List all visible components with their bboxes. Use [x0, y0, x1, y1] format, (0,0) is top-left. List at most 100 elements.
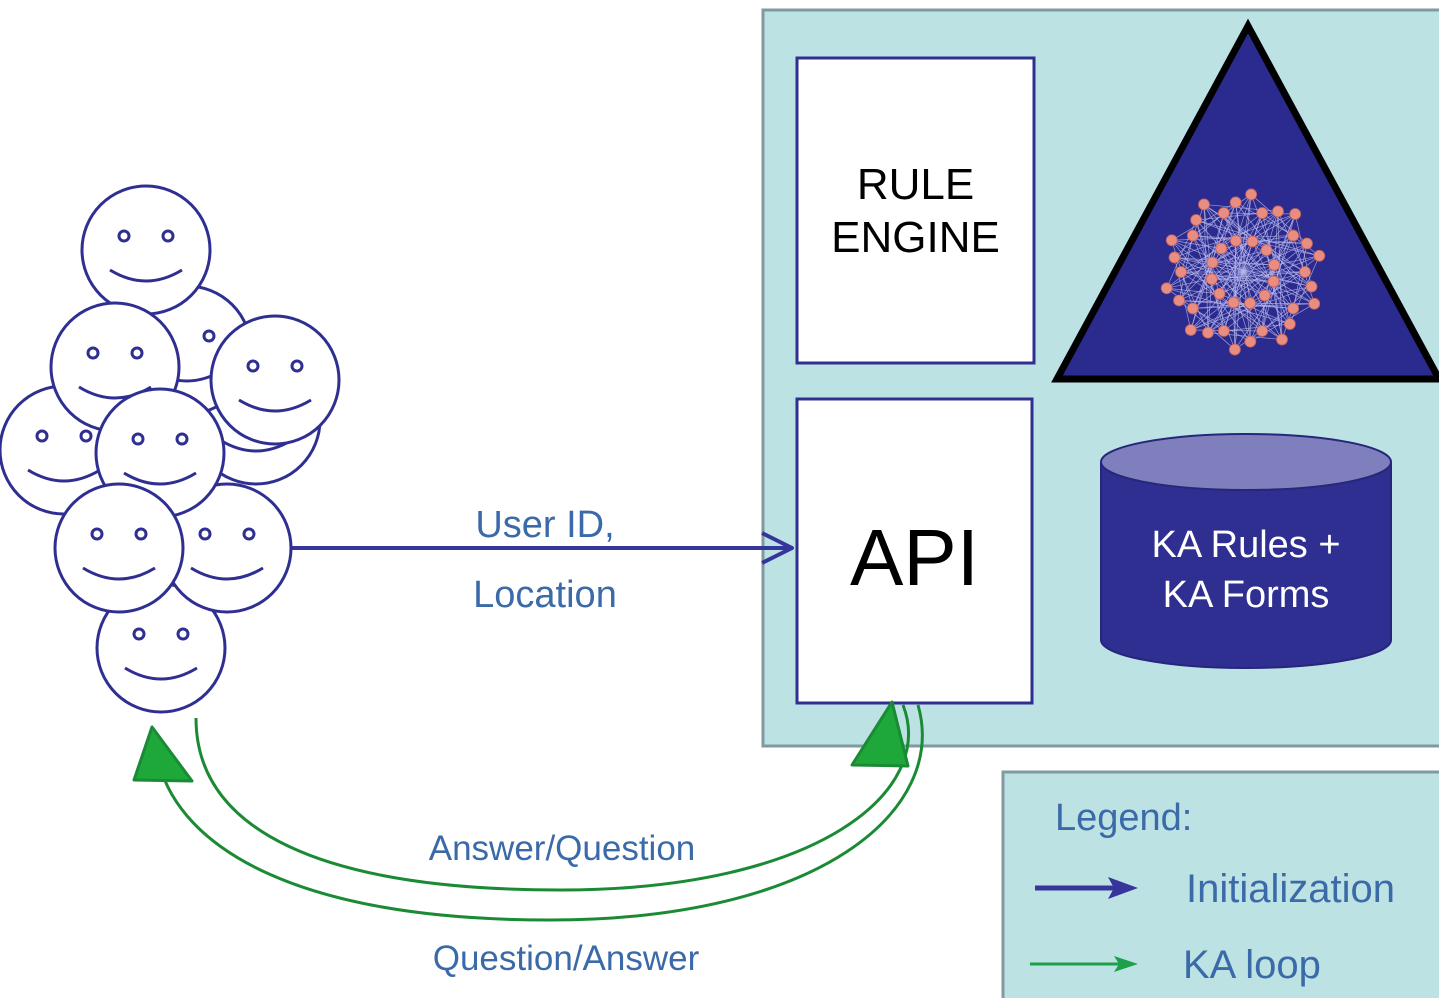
graph-edge	[1196, 219, 1253, 242]
graph-edge	[1220, 248, 1251, 304]
legend-box	[1001, 770, 1439, 998]
graph-edge	[1192, 235, 1234, 303]
graph-node	[1228, 343, 1241, 356]
initialization-label-line1: User ID,	[475, 504, 615, 546]
graph-edge	[1180, 271, 1209, 333]
graph-node	[1165, 234, 1178, 247]
rule-engine-label-line2: ENGINE	[831, 213, 1000, 262]
graph-node	[1206, 256, 1219, 269]
api-label: API	[850, 513, 979, 602]
graph-edge	[1180, 211, 1279, 273]
graph-edge	[1212, 212, 1225, 263]
user-smiley-icon	[80, 184, 212, 316]
graph-edge	[1219, 255, 1320, 295]
graph-edge	[1223, 241, 1253, 332]
graph-edge	[1266, 211, 1279, 251]
user-smiley-icon	[209, 314, 341, 446]
graph-node	[1289, 208, 1302, 220]
database-label: KA Rules + KA Forms	[1101, 520, 1391, 620]
graph-node	[1260, 244, 1273, 257]
graph-edge	[1219, 241, 1253, 294]
knowledge-graph-triangle	[1051, 18, 1439, 383]
graph-node	[1246, 235, 1259, 248]
graph-node	[1244, 335, 1257, 348]
graph-edge	[1219, 212, 1263, 294]
loop-inner-label: Answer/Question	[428, 829, 696, 868]
graph-edge	[1212, 262, 1265, 296]
graph-edge	[1249, 235, 1294, 342]
graph-edge	[1273, 213, 1296, 266]
legend-label-ka-loop: KA loop	[1183, 943, 1321, 987]
graph-node	[1229, 196, 1242, 209]
graph-node	[1258, 289, 1271, 302]
database-label-line2: KA Forms	[1162, 574, 1330, 616]
graph-edge	[1211, 278, 1274, 282]
graph-edge	[1219, 293, 1225, 332]
graph-node	[1186, 302, 1199, 315]
graph-edge	[1207, 279, 1213, 333]
user-smiley-icon	[95, 582, 227, 714]
graph-edge	[1212, 262, 1263, 332]
graph-node	[1276, 333, 1288, 346]
graph-edge	[1261, 286, 1312, 332]
initialization-arrow	[292, 531, 794, 565]
graph-edge	[1220, 202, 1237, 249]
graph-edge	[1179, 300, 1234, 303]
graph-edge	[1235, 202, 1251, 304]
legend-arrow-ka-loop	[1030, 956, 1138, 972]
graph-edge	[1192, 308, 1251, 342]
legend-label-initialization: Initialization	[1186, 867, 1396, 911]
graph-node	[1186, 229, 1199, 242]
graph-node	[1313, 249, 1326, 262]
graph-node	[1217, 207, 1230, 219]
initialization-label-line2: Location	[473, 574, 617, 616]
graph-edge	[1212, 262, 1275, 266]
graph-edge	[1192, 302, 1251, 309]
users-crowd	[0, 184, 341, 714]
network-graph-icon	[1160, 188, 1326, 356]
graph-edge	[1166, 255, 1320, 289]
legend-arrow-initialization	[1035, 877, 1138, 899]
graph-node	[1217, 325, 1230, 337]
graph-node	[1287, 302, 1300, 315]
graph-edge	[1174, 257, 1213, 263]
initialization-label: User ID, Location	[420, 490, 670, 630]
rule-engine-box	[795, 56, 1036, 365]
api-box	[795, 397, 1034, 705]
graph-node	[1160, 282, 1173, 295]
graph-edge	[1174, 212, 1225, 258]
graph-edge	[1196, 212, 1263, 221]
ka-database-cylinder	[1100, 433, 1392, 669]
graph-node	[1190, 214, 1203, 226]
graph-edge	[1190, 262, 1213, 331]
ka-loop-arrow	[132, 700, 924, 922]
graph-edge	[1171, 239, 1222, 249]
graph-edge	[1252, 241, 1320, 257]
graph-edge	[1180, 271, 1274, 282]
ka-loop-head-user	[132, 725, 194, 783]
graph-node	[1205, 273, 1218, 285]
ka-loop-head-api	[850, 700, 910, 768]
graph-node	[1168, 251, 1181, 264]
graph-node	[1283, 318, 1296, 330]
graph-edge	[1233, 194, 1252, 303]
graph-edge	[1261, 295, 1266, 331]
graph-edge	[1233, 240, 1237, 303]
graph-node	[1308, 297, 1321, 310]
graph-node	[1175, 266, 1187, 278]
graph-node	[1215, 242, 1228, 255]
graph-node	[1256, 325, 1269, 337]
legend-title: Legend:	[1055, 797, 1193, 839]
rule-engine-label-line1: RULE	[856, 160, 975, 209]
graph-node	[1184, 324, 1197, 336]
graph-node	[1245, 188, 1258, 201]
rule-engine-label: RULE ENGINE	[797, 158, 1034, 264]
loop-outer-label: Question/Answer	[432, 939, 700, 978]
graph-node	[1301, 237, 1313, 250]
graph-node	[1268, 259, 1281, 271]
graph-node	[1305, 280, 1318, 293]
graph-node	[1202, 326, 1214, 339]
graph-node	[1256, 207, 1269, 219]
graph-node	[1227, 296, 1240, 309]
